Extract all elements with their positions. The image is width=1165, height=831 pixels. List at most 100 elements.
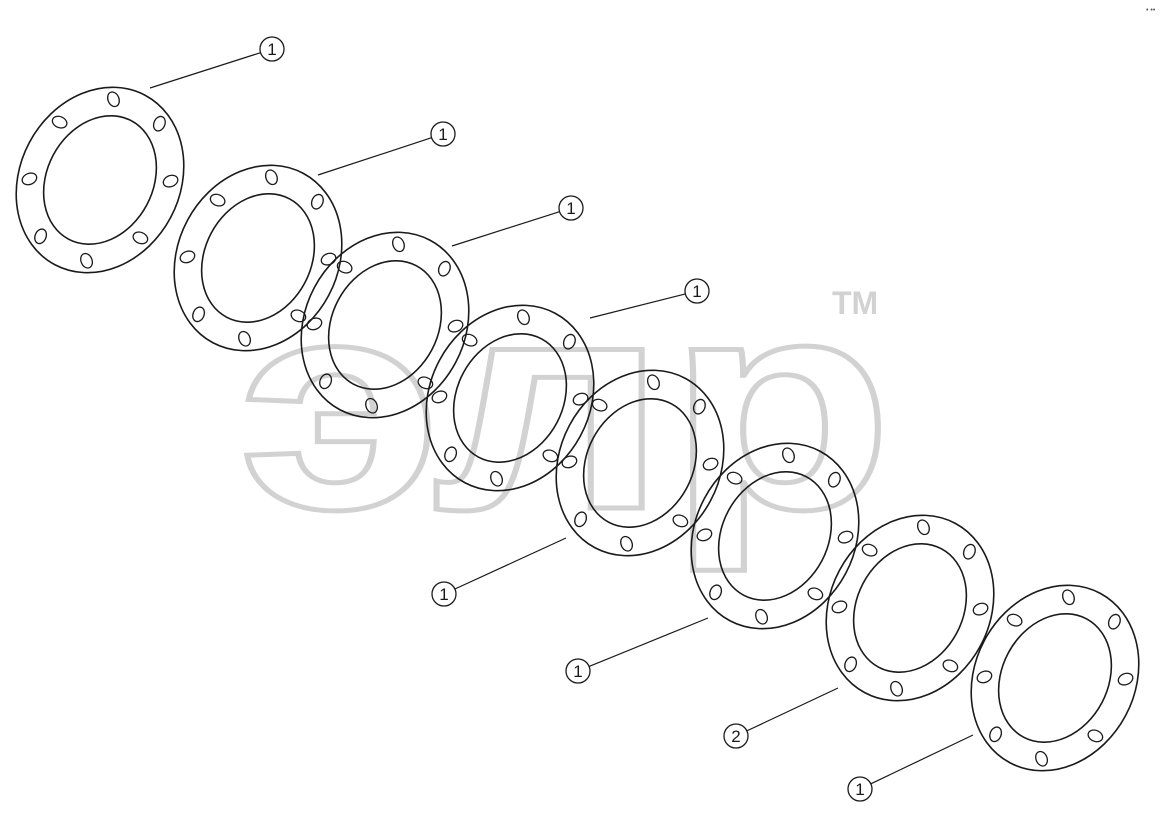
gasket-outer-edge	[15, 86, 185, 274]
bolt-hole	[972, 602, 989, 616]
gasket	[690, 442, 860, 630]
gasket	[300, 231, 470, 419]
gasket-inner-edge	[852, 543, 968, 673]
bolt-hole	[837, 530, 854, 544]
bolt-hole	[444, 446, 458, 463]
callout-balloon	[431, 581, 457, 607]
gasket-inner-edge	[327, 260, 443, 390]
bolt-hole	[192, 306, 206, 323]
leader-line	[454, 537, 567, 590]
bolt-hole	[490, 470, 504, 487]
bolt-hole	[319, 373, 333, 390]
bolt-hole	[179, 250, 196, 264]
bolt-hole	[890, 680, 904, 697]
gasket	[425, 304, 595, 492]
bolt-hole	[1107, 613, 1121, 630]
gasket	[15, 86, 185, 274]
bolt-hole	[942, 659, 959, 673]
callout: 1	[149, 36, 285, 89]
bolt-hole	[106, 91, 120, 108]
callout: 1	[847, 734, 974, 802]
bolt-hole	[238, 330, 252, 347]
gasket-outer-edge	[825, 514, 995, 702]
bolt-hole	[591, 398, 608, 412]
gasket-inner-edge	[452, 333, 568, 463]
gasket-group	[15, 86, 1140, 772]
gasket-inner-edge	[997, 613, 1113, 743]
gasket-inner-edge	[717, 471, 833, 601]
gasket-outer-edge	[690, 442, 860, 630]
bolt-hole	[447, 319, 464, 333]
corner-mark: • ••	[1146, 7, 1156, 14]
callout-group: 1 1 1 1 1 1 2 1	[149, 36, 974, 802]
callout-balloon	[430, 121, 456, 147]
bolt-hole	[336, 260, 353, 274]
bolt-hole	[431, 390, 448, 404]
callout-balloon	[723, 723, 749, 749]
callout-number: 1	[855, 780, 864, 799]
leader-line	[588, 617, 709, 668]
leader-line	[589, 293, 686, 319]
callout: 1	[565, 617, 709, 684]
gasket-outer-edge	[970, 584, 1140, 772]
bolt-hole	[781, 447, 795, 464]
bolt-hole	[290, 309, 307, 323]
bolt-hole	[1006, 613, 1023, 627]
bolt-hole	[696, 528, 713, 542]
bolt-hole	[80, 252, 94, 269]
bolt-hole	[209, 193, 226, 207]
bolt-hole	[1087, 729, 1104, 743]
gasket-inner-edge	[42, 115, 158, 245]
leader-line	[149, 52, 261, 89]
bolt-hole	[264, 169, 278, 186]
callout-number: 1	[439, 585, 448, 604]
bolt-hole	[437, 260, 451, 277]
callout-balloon	[259, 36, 285, 62]
bolt-hole	[461, 333, 478, 347]
bolt-hole	[962, 543, 976, 560]
bolt-hole	[562, 333, 576, 350]
bolt-hole	[1035, 750, 1049, 767]
bolt-hole	[306, 317, 323, 331]
bolt-hole	[692, 398, 706, 415]
bolt-hole	[574, 511, 588, 528]
gasket-inner-edge	[200, 193, 316, 323]
watermark: элр TM	[236, 234, 896, 577]
callout-number: 2	[731, 727, 740, 746]
bolt-hole	[702, 457, 719, 471]
bolt-hole	[672, 514, 689, 528]
leader-line	[451, 211, 560, 247]
callout: 1	[451, 195, 584, 247]
bolt-hole	[726, 471, 743, 485]
callout-number: 1	[438, 125, 447, 144]
gasket	[825, 514, 995, 702]
bolt-hole	[620, 535, 634, 552]
bolt-hole	[976, 670, 993, 684]
bolt-hole	[132, 231, 149, 245]
bolt-hole	[572, 392, 589, 406]
callout-number: 1	[692, 282, 701, 301]
bolt-hole	[516, 309, 530, 326]
callout-balloon	[847, 776, 873, 802]
bolt-hole	[417, 376, 434, 390]
callout-number: 1	[573, 662, 582, 681]
bolt-hole	[807, 587, 824, 601]
bolt-hole	[162, 174, 179, 188]
callout-balloon	[684, 278, 710, 304]
callout: 1	[431, 537, 567, 607]
bolt-hole	[827, 471, 841, 488]
gasket	[970, 584, 1140, 772]
gasket-outer-edge	[300, 231, 470, 419]
bolt-hole	[709, 584, 723, 601]
leader-line	[870, 734, 974, 785]
bolt-hole	[916, 519, 930, 536]
bolt-hole	[861, 543, 878, 557]
callout: 1	[317, 121, 456, 176]
bolt-hole	[561, 455, 578, 469]
callout-number: 1	[267, 40, 276, 59]
bolt-hole	[755, 608, 769, 625]
bolt-hole	[51, 115, 68, 129]
bolt-hole	[391, 236, 405, 253]
gasket-outer-edge	[425, 304, 595, 492]
bolt-hole	[844, 656, 858, 673]
